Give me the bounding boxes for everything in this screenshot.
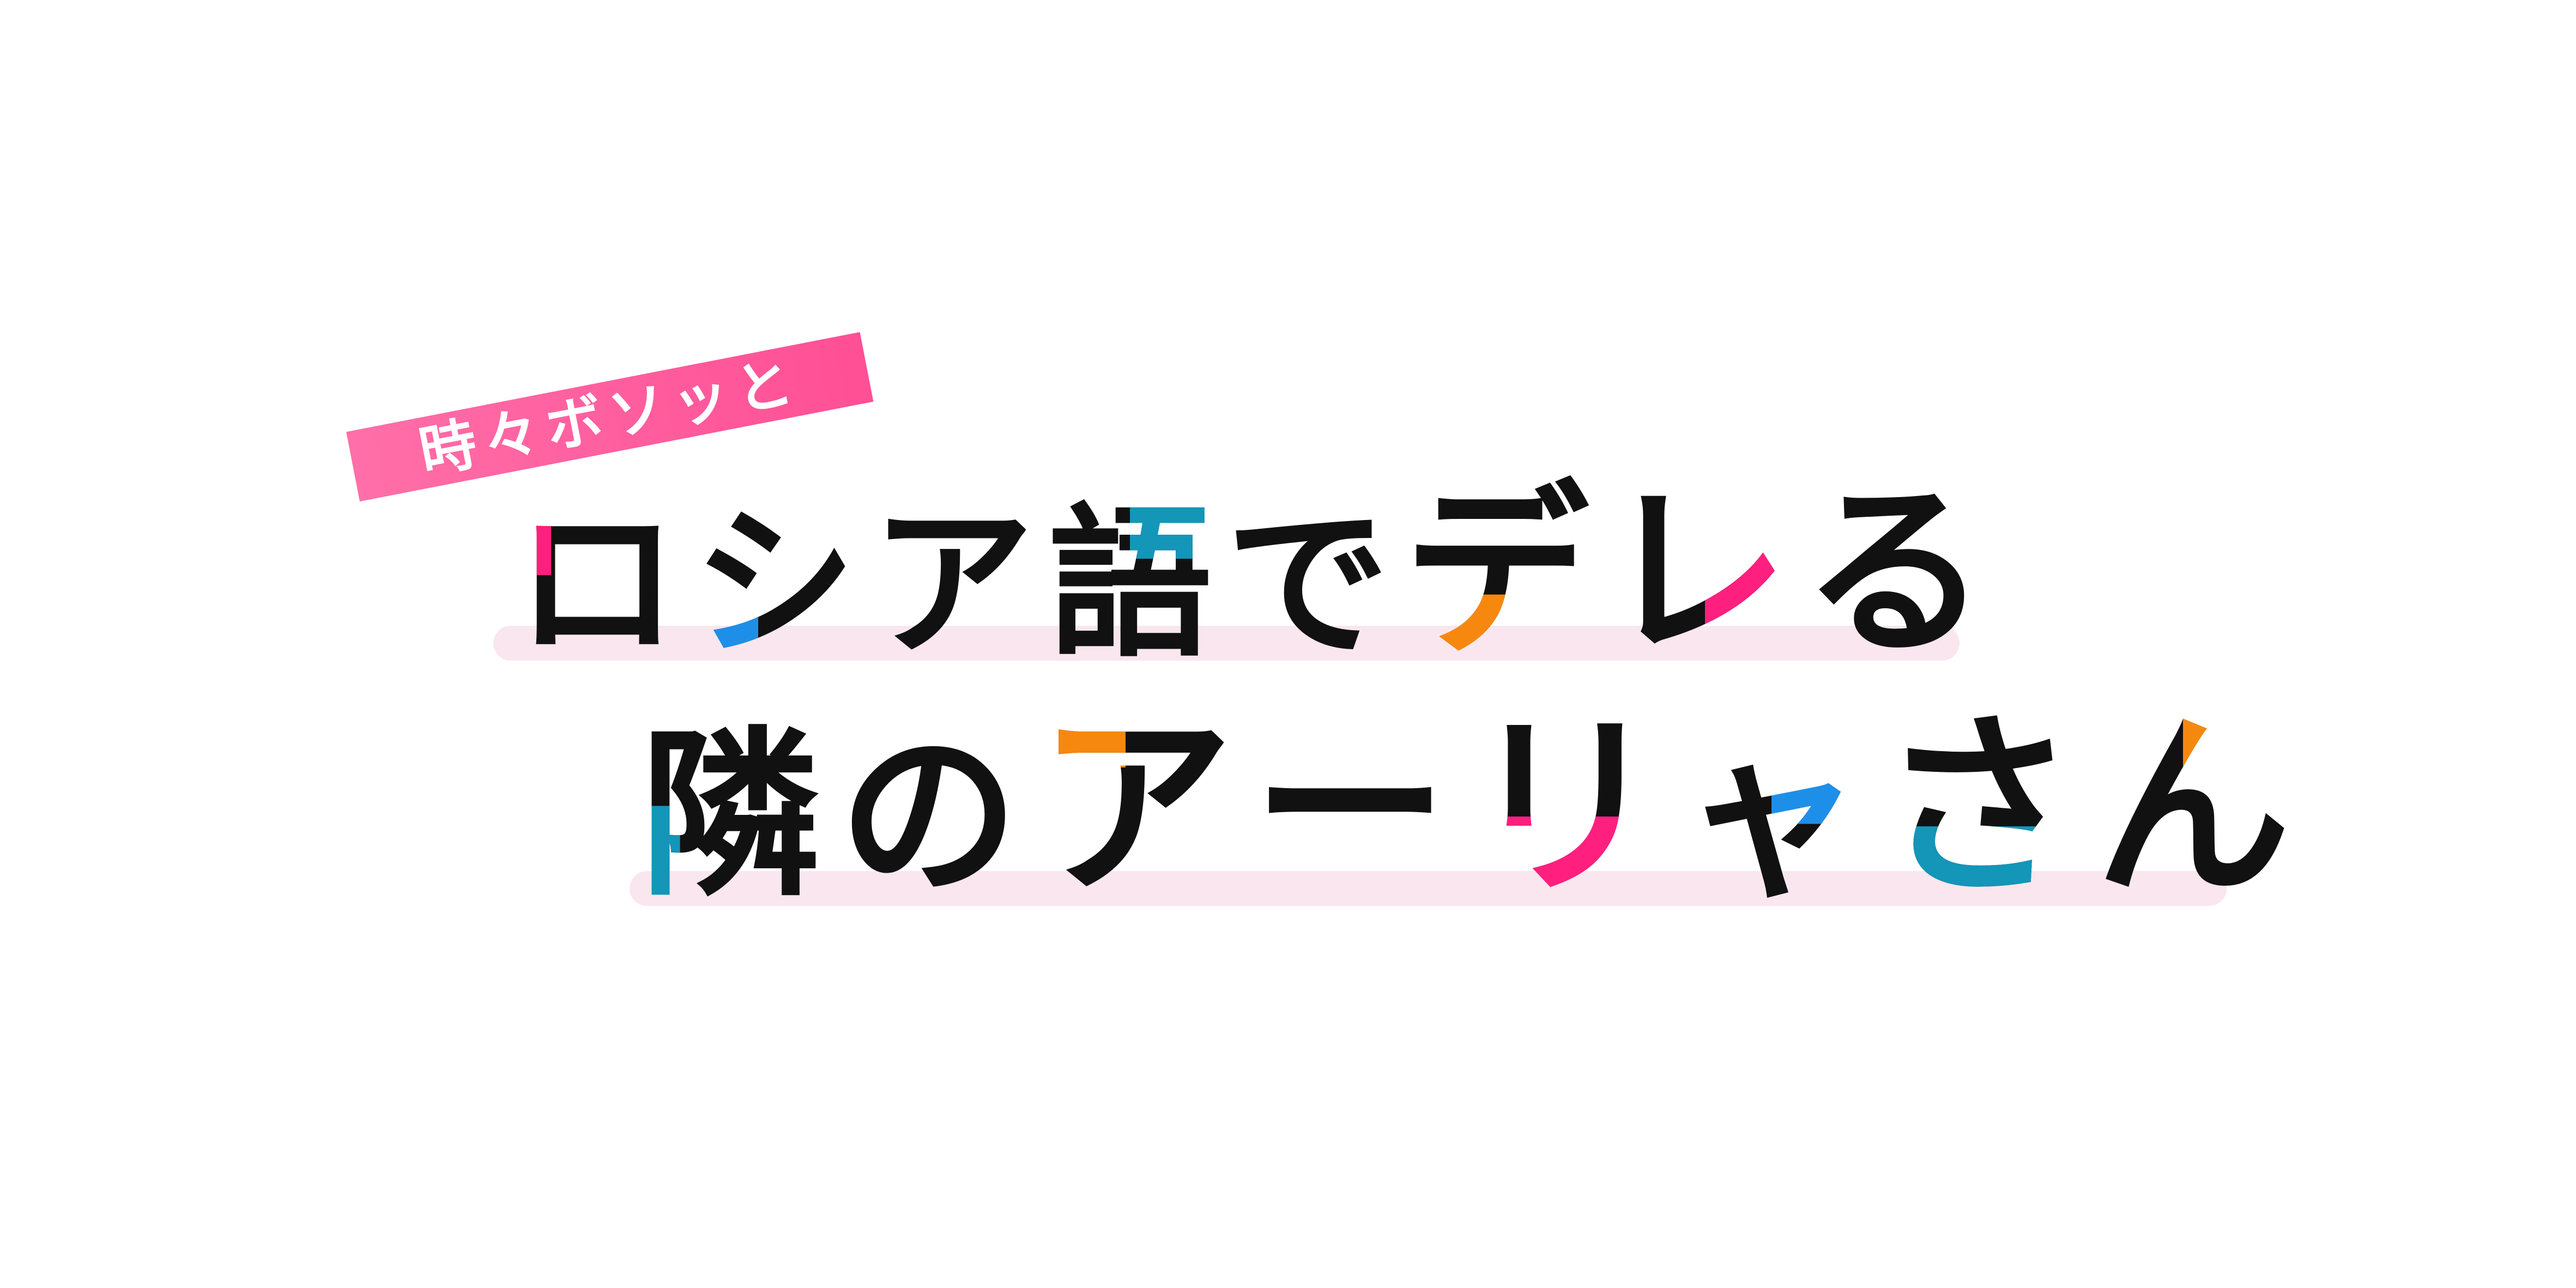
title-char: る <box>1803 463 1988 681</box>
title-char: リ リ <box>1467 691 1663 922</box>
title-char: ロ ロ <box>515 487 679 679</box>
title-char: ー <box>1252 691 1448 922</box>
title-line-1: ロ ロ シ シ ア 語 語 で デ デ レ レ る <box>515 469 2002 665</box>
title-char: の <box>839 709 1019 921</box>
title-char: デ デ <box>1404 463 1589 681</box>
title-char: ん ん <box>2095 691 2291 922</box>
title-char: ア <box>870 487 1034 679</box>
title-char: 隣 隣 <box>640 709 820 921</box>
underline-bar-1 <box>493 626 1960 661</box>
title-char: ャ ャ <box>1682 709 1861 921</box>
title-char: さ さ <box>1880 691 2076 922</box>
title-char: レ レ <box>1603 463 1788 681</box>
title-char: ア ア <box>1037 691 1233 922</box>
title-char: で <box>1226 487 1389 679</box>
tag-text: 時々ボソッと <box>414 347 806 487</box>
title-line-2: 隣 隣 の ア ア ー リ リ ャ ャ さ さ ん ん <box>640 698 2309 905</box>
title-char: 語 語 <box>1048 487 1212 679</box>
underline-bar-2 <box>630 871 2227 906</box>
title-char: シ シ <box>693 487 856 679</box>
